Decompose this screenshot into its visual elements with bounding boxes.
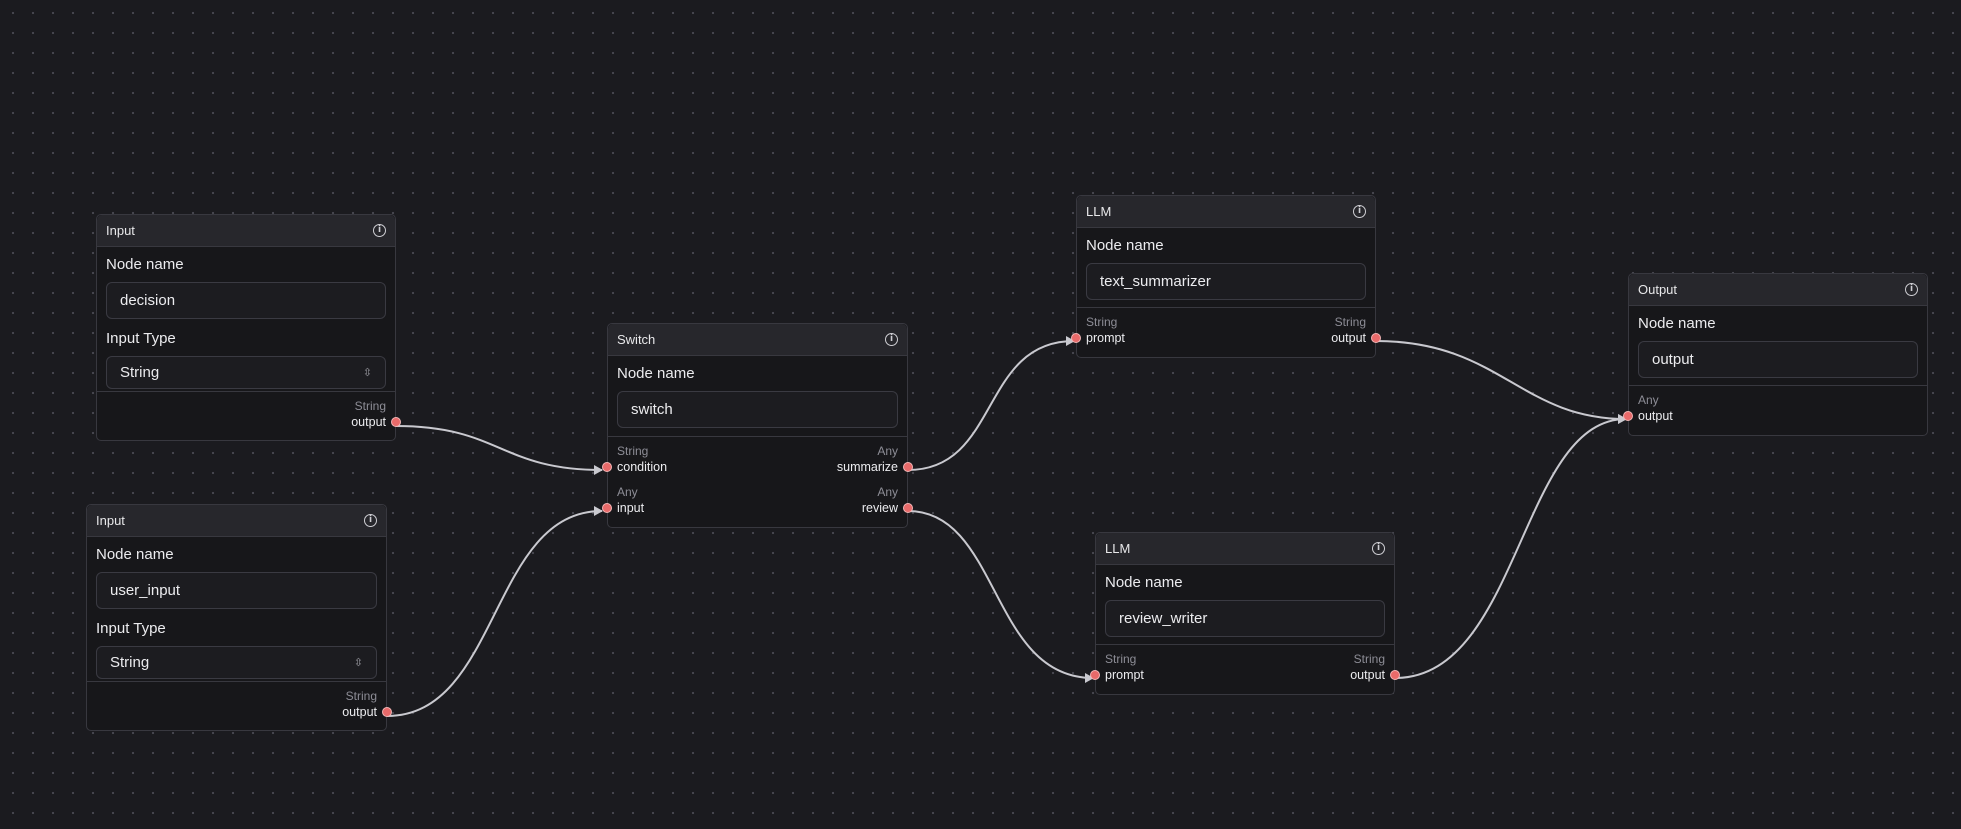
port-type: String: [1086, 315, 1118, 329]
input-type-label: Input Type: [106, 330, 176, 347]
output-port-handle[interactable]: [1371, 333, 1381, 343]
port-name: output: [1350, 668, 1385, 682]
info-icon[interactable]: i: [373, 224, 386, 237]
node-name-label: Node name: [1105, 574, 1183, 591]
port-type: String: [617, 444, 649, 458]
port-type: String: [1353, 652, 1385, 666]
node-name-input[interactable]: output: [1638, 341, 1918, 378]
node-name-label: Node name: [106, 256, 184, 273]
port-name: summarize: [836, 460, 898, 474]
input-port-handle[interactable]: [1090, 670, 1100, 680]
info-icon[interactable]: i: [1905, 283, 1918, 296]
output-port-handle[interactable]: [903, 503, 913, 513]
node-type-title: LLM: [1086, 204, 1112, 219]
output-port-handle[interactable]: [391, 417, 401, 427]
port-type: String: [345, 689, 377, 703]
port-name: review: [861, 501, 898, 515]
port-name: input: [617, 501, 645, 515]
port-type: String: [1334, 315, 1366, 329]
info-icon[interactable]: i: [885, 333, 898, 346]
node-type-title: Input: [96, 513, 125, 528]
input-port-handle[interactable]: [1623, 411, 1633, 421]
node-type-title: Output: [1638, 282, 1678, 297]
port-type: Any: [1638, 393, 1659, 407]
info-icon[interactable]: i: [1353, 205, 1366, 218]
output-node[interactable]: Output i Node name output Any output: [1623, 273, 1928, 436]
node-header[interactable]: Output i: [1629, 274, 1927, 306]
node-name-input[interactable]: review_writer: [1105, 600, 1385, 637]
input-type-label: Input Type: [96, 620, 166, 637]
edge-review-to-prompt[interactable]: [907, 510, 1094, 683]
output-port-handle[interactable]: [903, 462, 913, 472]
input-node-decision[interactable]: Input i Node name decision Input Type St…: [96, 214, 401, 441]
switch-node[interactable]: Switch i Node name switch String conditi…: [602, 323, 913, 528]
node-name-input[interactable]: switch: [617, 391, 898, 428]
node-type-title: Switch: [617, 332, 656, 347]
node-name-input[interactable]: decision: [106, 282, 386, 319]
input-node-user-input[interactable]: Input i Node name user_input Input Type …: [86, 504, 392, 731]
port-type: Any: [617, 485, 638, 499]
port-type: Any: [877, 485, 898, 499]
input-port-handle[interactable]: [602, 503, 612, 513]
input-type-select[interactable]: String ⇳: [106, 356, 386, 389]
input-type-select[interactable]: String ⇳: [96, 646, 377, 679]
port-name: output: [1331, 331, 1366, 345]
edge-summarizer-to-output[interactable]: [1375, 340, 1627, 424]
port-name: output: [1638, 409, 1673, 423]
edge-decision-to-condition[interactable]: [395, 425, 603, 475]
llm-node-review-writer[interactable]: LLM i Node name review_writer String pro…: [1090, 532, 1400, 695]
node-name-input[interactable]: user_input: [96, 572, 377, 609]
port-name: output: [342, 705, 377, 719]
info-icon[interactable]: i: [364, 514, 377, 527]
edge-user-input-to-input[interactable]: [386, 506, 603, 717]
chevron-updown-icon: ⇳: [362, 366, 372, 379]
edge-summarize-to-prompt[interactable]: [907, 336, 1075, 471]
port-name: condition: [617, 460, 668, 474]
node-header[interactable]: LLM i: [1077, 196, 1375, 228]
node-header[interactable]: Switch i: [608, 324, 907, 356]
node-name-input[interactable]: text_summarizer: [1086, 263, 1366, 300]
port-name: output: [351, 415, 386, 429]
llm-node-text-summarizer[interactable]: LLM i Node name text_summarizer String p…: [1071, 195, 1381, 358]
output-port-handle[interactable]: [382, 707, 392, 717]
node-header[interactable]: Input i: [97, 215, 395, 247]
input-type-value: String: [110, 654, 150, 671]
port-type: Any: [877, 444, 898, 458]
node-header[interactable]: LLM i: [1096, 533, 1394, 565]
node-name-label: Node name: [96, 546, 174, 563]
port-name: prompt: [1086, 331, 1125, 345]
edge-review-writer-to-output[interactable]: [1394, 414, 1627, 679]
output-port-handle[interactable]: [1390, 670, 1400, 680]
info-icon[interactable]: i: [1372, 542, 1385, 555]
node-header[interactable]: Input i: [87, 505, 386, 537]
node-type-title: Input: [106, 223, 135, 238]
port-name: prompt: [1105, 668, 1144, 682]
node-type-title: LLM: [1105, 541, 1131, 556]
input-type-value: String: [120, 364, 160, 381]
node-name-label: Node name: [1086, 237, 1164, 254]
node-name-label: Node name: [617, 365, 695, 382]
port-type: String: [1105, 652, 1137, 666]
chevron-updown-icon: ⇳: [353, 656, 363, 669]
port-type: String: [354, 399, 386, 413]
input-port-handle[interactable]: [1071, 333, 1081, 343]
input-port-handle[interactable]: [602, 462, 612, 472]
node-name-label: Node name: [1638, 315, 1716, 332]
